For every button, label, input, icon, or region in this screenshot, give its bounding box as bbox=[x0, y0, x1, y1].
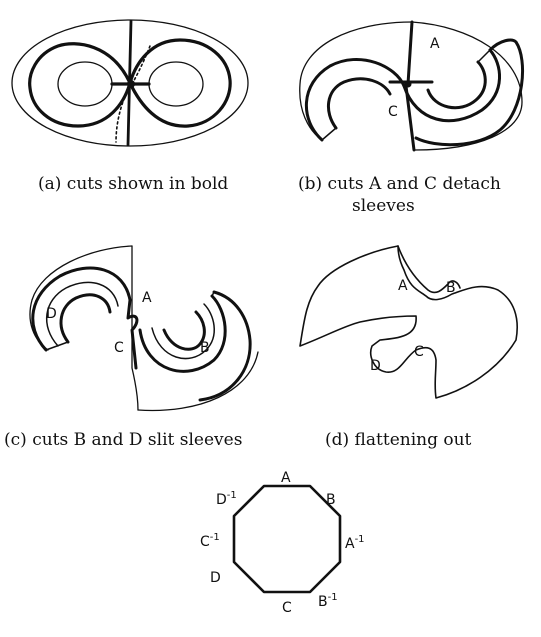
oct-label-D-inv: D-1 bbox=[216, 490, 237, 508]
oct-label-D-inv-exp: -1 bbox=[227, 490, 237, 501]
c-cut-AC bbox=[126, 298, 139, 370]
c-left-sleeve-mid bbox=[45, 281, 119, 347]
b-left-sleeve-inner bbox=[327, 77, 392, 130]
c-label-D: D bbox=[46, 306, 57, 322]
outer-outline bbox=[11, 19, 249, 147]
oct-label-C-inv: C-1 bbox=[200, 532, 220, 550]
b-right-sleeve-inner bbox=[426, 60, 487, 110]
b-cut-C bbox=[404, 84, 416, 152]
b-outer-left bbox=[299, 21, 413, 141]
b-label-C: C bbox=[388, 104, 398, 120]
c-right-sleeve-mid bbox=[151, 303, 215, 360]
oct-label-B-inv-base: B bbox=[318, 594, 328, 610]
caption-b-line2: sleeves bbox=[352, 196, 415, 216]
b-left-sleeve-outer bbox=[304, 57, 406, 142]
d-label-B: B bbox=[446, 280, 456, 296]
oct-label-C-inv-exp: -1 bbox=[210, 532, 220, 543]
c-outer-bottom-right bbox=[137, 351, 259, 412]
left-hole bbox=[57, 61, 113, 107]
d-label-C: C bbox=[414, 344, 424, 360]
c-outer-left bbox=[29, 245, 133, 351]
cut-junction bbox=[127, 80, 135, 88]
oct-label-B: B bbox=[326, 492, 336, 508]
right-hole bbox=[148, 61, 204, 107]
b-right-sleeve-outer bbox=[402, 48, 502, 123]
d-label-D: D bbox=[370, 358, 381, 374]
panel-c-surface: A B C D bbox=[29, 245, 259, 412]
b-cut-A bbox=[406, 20, 414, 86]
oct-label-D: D bbox=[210, 570, 221, 586]
c-label-A: A bbox=[142, 290, 152, 306]
c-right-sleeve-end bbox=[211, 291, 215, 297]
c-left-sleeve-end bbox=[45, 341, 69, 351]
oct-label-A-inv-exp: -1 bbox=[355, 534, 365, 545]
oct-label-B-inv-exp: -1 bbox=[328, 592, 338, 603]
d-flattened-outline bbox=[299, 245, 518, 399]
c-right-sleeve-outer bbox=[138, 294, 227, 373]
caption-d: (d) flattening out bbox=[325, 430, 472, 450]
b-label-A: A bbox=[430, 36, 440, 52]
oct-label-A: A bbox=[281, 470, 291, 486]
c-right-sleeve-back bbox=[198, 290, 252, 402]
caption-b-line1: (b) cuts A and C detach bbox=[298, 174, 501, 194]
c-right-sleeve-inner bbox=[162, 310, 206, 351]
oct-label-B-inv: B-1 bbox=[318, 592, 338, 610]
b-right-sleeve-back bbox=[414, 38, 525, 147]
oct-label-C-inv-base: C bbox=[200, 534, 210, 550]
oct-label-A-inv: A-1 bbox=[345, 534, 365, 552]
octagon-diagram: A B A-1 B-1 C D C-1 D-1 bbox=[200, 470, 365, 616]
panel-b-surface: A C bbox=[299, 20, 525, 152]
oct-label-C: C bbox=[282, 600, 292, 616]
caption-c: (c) cuts B and D slit sleeves bbox=[4, 430, 243, 450]
dotted-back-cut-lower bbox=[115, 83, 131, 143]
oct-label-D-inv-base: D bbox=[216, 492, 227, 508]
d-edge-AB bbox=[397, 245, 461, 294]
d-label-A: A bbox=[398, 278, 408, 294]
c-left-sleeve-inner bbox=[59, 293, 112, 344]
c-left-sleeve-outer bbox=[31, 266, 132, 352]
b-left-sleeve-end bbox=[321, 127, 337, 141]
c-label-C: C bbox=[114, 340, 124, 356]
octagon bbox=[232, 484, 342, 594]
c-label-B: B bbox=[200, 340, 210, 356]
oct-label-A-inv-base: A bbox=[345, 536, 355, 552]
b-junction bbox=[404, 80, 412, 88]
panel-a-surface bbox=[11, 19, 249, 147]
panel-d-surface: A B C D bbox=[299, 245, 518, 399]
c-middle-edge bbox=[131, 245, 139, 411]
b-right-sleeve-end bbox=[477, 49, 491, 63]
dotted-back-cut-upper bbox=[131, 45, 151, 85]
caption-a: (a) cuts shown in bold bbox=[38, 174, 229, 194]
